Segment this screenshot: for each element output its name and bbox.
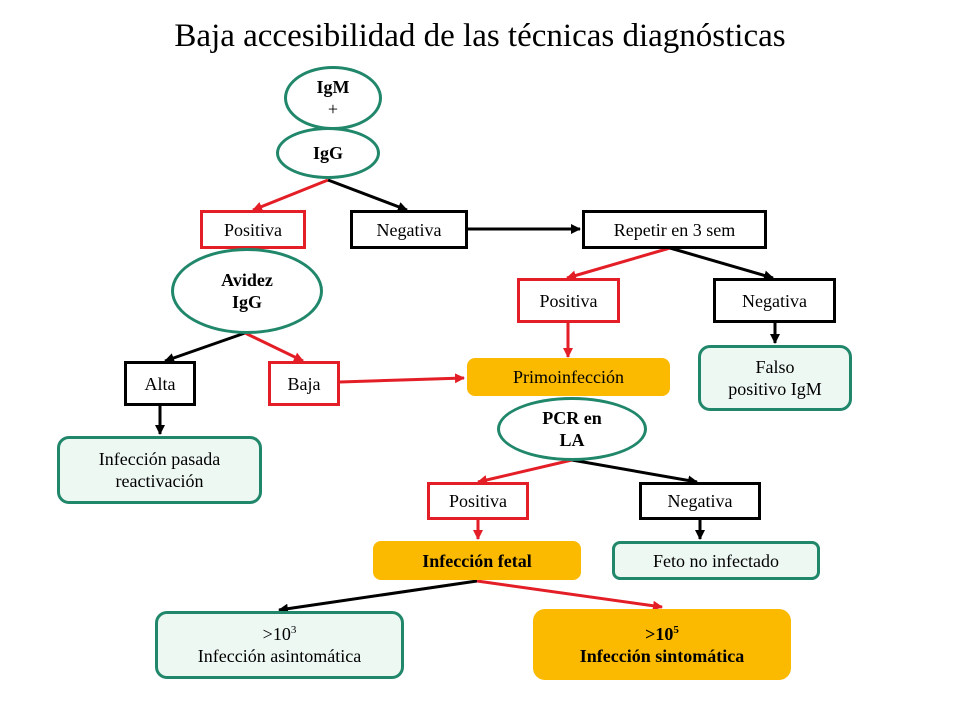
feto-no-infectado-label: Feto no infectado — [653, 550, 779, 571]
igg-ellipse: IgG — [276, 127, 380, 179]
negativa-label-1: Negativa — [376, 219, 442, 240]
infeccion-fetal-label: Infección fetal — [422, 550, 532, 571]
asintomatica-label: Infección asintomática — [197, 646, 362, 666]
positiva-label-3: Positiva — [448, 491, 507, 511]
infeccion-sintomatica-box: >105 Infección sintomática — [533, 609, 791, 680]
primoinfeccion-label: Primoinfección — [513, 367, 624, 387]
arrow-fetal-to-sintomatica — [476, 579, 663, 611]
page-title: Baja accesibilidad de las técnicas diagn… — [174, 18, 786, 54]
positiva-box-2: Positiva — [517, 278, 620, 323]
arrow-pcr-to-positiva — [477, 458, 573, 485]
arrow-avidez-to-baja — [244, 331, 304, 363]
baja-label: Baja — [287, 373, 321, 394]
igg-label: IgG — [312, 143, 343, 163]
negativa-box-1: Negativa — [350, 210, 468, 249]
arrow-baja-to-primoinfeccion — [339, 373, 465, 384]
sintomatica-label: Infección sintomática — [579, 645, 745, 666]
infeccion-asintomatica-box: >103 Infección asintomática — [155, 611, 404, 679]
primoinfeccion-box: Primoinfección — [467, 358, 670, 396]
avidez-label: Avidez — [221, 270, 273, 290]
plus-label: + — [327, 99, 339, 119]
sintomatica-threshold: >105 — [645, 623, 679, 644]
positiva-label-2: Positiva — [539, 290, 598, 311]
repetir-label: Repetir en 3 sem — [613, 219, 736, 240]
avidez-igg-ellipse: Avidez IgG — [171, 248, 323, 334]
positiva-box-3: Positiva — [427, 482, 529, 520]
falso-label: Falso — [755, 357, 795, 377]
arrow-repetir-to-negativa — [669, 246, 774, 281]
reactivacion-label: reactivación — [115, 471, 204, 491]
negativa-box-3: Negativa — [639, 482, 761, 520]
infeccion-fetal-box: Infección fetal — [373, 541, 581, 580]
asintomatica-threshold: >103 — [262, 624, 297, 644]
positiva-label-1: Positiva — [223, 219, 282, 240]
pcr-la-ellipse: PCR en LA — [497, 397, 647, 461]
igm-plus-ellipse: IgM + — [284, 66, 382, 130]
infeccion-pasada-label: Infección pasada — [98, 449, 221, 469]
avidez-igg-label: IgG — [231, 292, 262, 312]
infeccion-pasada-box: Infección pasada reactivación — [57, 436, 262, 504]
arrow-igg-to-negativa — [327, 178, 408, 212]
negativa-label-3: Negativa — [667, 491, 733, 511]
igm-label: IgM — [316, 77, 350, 97]
alta-box: Alta — [124, 361, 196, 406]
positivo-igm-label: positivo IgM — [728, 379, 822, 399]
arrow-pcr-to-negativa — [571, 458, 698, 486]
arrow-repetir-to-positiva — [566, 246, 671, 281]
baja-box: Baja — [268, 361, 340, 406]
positiva-box-1: Positiva — [200, 210, 306, 249]
negativa-label-2: Negativa — [742, 290, 807, 311]
arrow-igg-to-positiva — [252, 178, 329, 212]
negativa-box-2: Negativa — [713, 278, 836, 323]
arrow-avidez-to-alta — [164, 331, 246, 363]
la-label: LA — [559, 430, 585, 450]
feto-no-infectado-box: Feto no infectado — [612, 541, 820, 580]
alta-label: Alta — [144, 373, 176, 394]
repetir-box: Repetir en 3 sem — [582, 210, 767, 249]
pcr-label: PCR en — [542, 408, 602, 428]
falso-positivo-box: Falso positivo IgM — [698, 345, 852, 411]
arrow-fetal-to-asintomatica — [278, 579, 478, 614]
